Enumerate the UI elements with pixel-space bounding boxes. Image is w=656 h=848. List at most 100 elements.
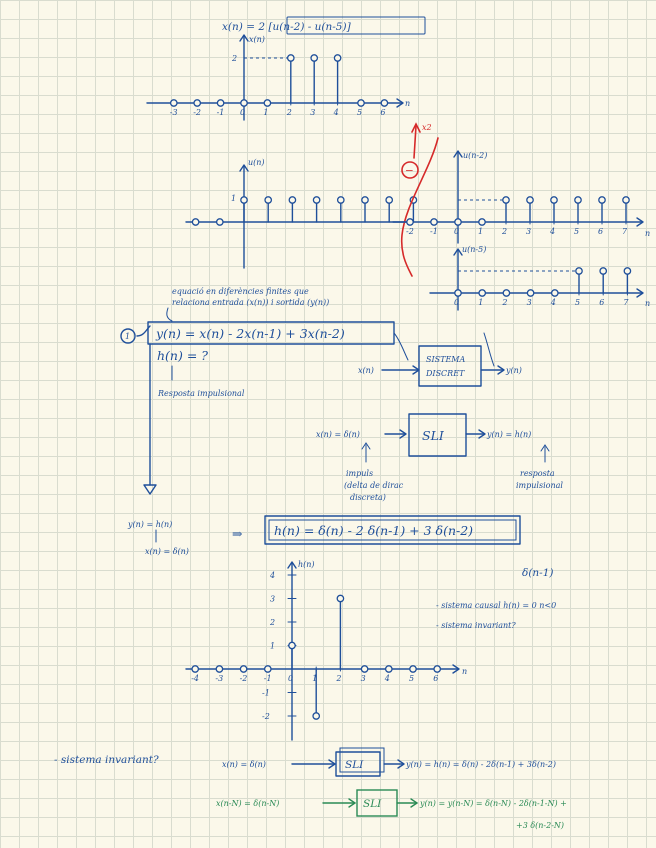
h-stem-marker xyxy=(409,665,417,673)
item-brace xyxy=(136,325,151,337)
h-stem-marker xyxy=(263,665,272,673)
u-n5-chart-x-label: n xyxy=(645,299,650,308)
x-eq-delta-label: x(n) = δ(n) xyxy=(145,547,189,556)
un2-stem-marker xyxy=(574,196,582,204)
equation-to-system-pointer xyxy=(393,332,409,361)
delta-n1-label: δ(n-1) xyxy=(522,567,554,579)
u-n2-chart-y-label: u(n-2) xyxy=(463,151,487,160)
green-output-label-2: +3 δ(n-2-N) xyxy=(516,821,564,830)
u-stem-marker xyxy=(215,218,224,226)
un2-stem-marker xyxy=(550,196,558,204)
h-chart-ytick-label: 4 xyxy=(269,571,275,580)
system-box-label-1: SISTEMA xyxy=(426,355,465,364)
impuls-label-2: (delta de dirac xyxy=(344,481,404,490)
h-chart-tick-label: 6 xyxy=(433,674,438,683)
system-input-label: x(n) xyxy=(358,366,374,375)
un2-stem-marker xyxy=(430,218,438,226)
sli-box-label: SLI xyxy=(422,428,445,443)
invariant-question-2: - sistema invariant? xyxy=(54,754,159,766)
bottom-sli-box-shadow xyxy=(339,747,385,773)
x-chart-tick-label: 1 xyxy=(263,108,268,117)
un2-stem-marker xyxy=(526,196,534,204)
h-stem-marker xyxy=(384,665,393,673)
u-stem-marker xyxy=(336,196,345,204)
bottom-sli-label: SLI xyxy=(345,759,364,771)
h-chart-axis-y-arrow xyxy=(287,561,297,569)
sli-input-arrow-head xyxy=(399,429,407,439)
h-result-section: y(n) = h(n) x(n) = δ(n) ⇒ h(n) = δ(n) - … xyxy=(127,515,521,556)
u-n2-chart-tick-label: 7 xyxy=(622,227,628,236)
u-n5-chart-tick-label: 1 xyxy=(478,298,483,307)
red-minus-circle xyxy=(401,161,419,179)
equation-note-pointer xyxy=(166,307,173,322)
x-stem-marker xyxy=(216,99,225,107)
causal-note: - sistema causal h(n) = 0 n<0 xyxy=(436,601,556,610)
h-result-box xyxy=(264,515,521,545)
u-chart-y-tick: 1 xyxy=(231,194,236,203)
h-stem-marker xyxy=(215,665,224,673)
x-chart-tick-label: 5 xyxy=(357,108,362,117)
x-stem-marker xyxy=(169,99,178,107)
h-chart-tick-label: -4 xyxy=(191,674,199,683)
x-stem-marker xyxy=(333,54,342,62)
u-n2-chart-x-label: n xyxy=(645,229,650,238)
x-chart-axis-y-arrow xyxy=(239,34,249,42)
u-n5-chart-tick-label: 6 xyxy=(599,298,604,307)
u-stem-marker xyxy=(288,196,297,204)
implies-arrow: ⇒ xyxy=(232,526,243,541)
x-chart-axis-x-arrow xyxy=(396,98,404,108)
h-chart-tick-label: -1 xyxy=(264,674,272,683)
u-n2-chart-tick-label: -1 xyxy=(430,227,438,236)
un5-stem-marker xyxy=(575,267,583,275)
h-chart-tick-label: -3 xyxy=(215,674,223,683)
h-chart-y-label: h(n) xyxy=(298,560,315,569)
flow-arrow-down-head xyxy=(143,484,157,495)
un5-stem-marker xyxy=(478,289,487,297)
system-output-label: y(n) xyxy=(505,366,522,375)
u-n2-chart-axis-y-arrow xyxy=(453,150,463,158)
resposta-label-2: impulsional xyxy=(516,481,563,490)
h-stem-marker xyxy=(239,665,248,673)
bottom-output-label: y(n) = h(n) = δ(n) - 2δ(n-1) + 3δ(n-2) xyxy=(405,760,556,769)
green-sli-label: SLI xyxy=(363,798,382,810)
h-stem-marker xyxy=(360,665,369,673)
h-chart-axis-x-arrow xyxy=(452,664,460,674)
system-right-pointer xyxy=(483,332,495,367)
u-n2-chart-tick-label: -2 xyxy=(406,227,414,236)
u-stem-marker xyxy=(312,196,321,204)
x-stem-marker xyxy=(263,99,272,107)
green-output-label: y(n) = y(n-N) = δ(n-N) - 2δ(n-1-N) + xyxy=(419,799,567,808)
h-chart-ytick-label: -2 xyxy=(262,712,270,721)
u-chart-y-label: u(n) xyxy=(248,158,265,167)
x-stem-marker xyxy=(310,54,319,62)
u-n5-chart-tick-label: 0 xyxy=(454,298,459,307)
equation-note-line-2: relaciona entrada (x(n)) i sortida (y(n)… xyxy=(172,298,329,307)
difference-equation: y(n) = x(n) - 2x(n-1) + 3x(n-2) xyxy=(155,326,345,341)
x-stem-marker xyxy=(286,54,295,62)
item-number: 1 xyxy=(125,332,130,341)
equation-note-line-1: equació en diferències finites que xyxy=(172,287,309,296)
h-chart-ytick-label: 1 xyxy=(270,642,275,651)
h-chart-ytick-label: 3 xyxy=(270,595,275,604)
impulse-response-label: Resposta impulsional xyxy=(157,389,245,398)
impuls-label-1: impuls xyxy=(346,469,373,478)
red-annotation: x2 − xyxy=(400,122,439,277)
h-stem-marker xyxy=(191,665,200,673)
x-chart: x(n) = 2 [u(n-2) - u(n-5)] x(n) n 2 -3-2… xyxy=(146,16,426,121)
un2-stem-marker xyxy=(454,218,462,226)
bottom-input-label: x(n) = δ(n) xyxy=(222,760,266,769)
system-box-label-2: DISCRET xyxy=(425,369,465,378)
x-chart-tick-label: 3 xyxy=(310,108,315,117)
x-chart-tick-label: -1 xyxy=(217,108,225,117)
difference-equation-section: equació en diferències finites que relac… xyxy=(120,287,495,495)
un2-stem-marker xyxy=(598,196,606,204)
red-curve xyxy=(400,137,439,277)
h-chart-tick-label: 0 xyxy=(288,674,293,683)
u-n5-chart-tick-label: 2 xyxy=(501,298,507,307)
h-chart-ytick-label: 2 xyxy=(269,618,275,627)
green-input-label: x(n-N) = δ(n-N) xyxy=(216,799,279,808)
sli-output-arrow-head xyxy=(478,429,486,439)
h-result: h(n) = δ(n) - 2 δ(n-1) + 3 δ(n-2) xyxy=(274,523,473,538)
h-chart-tick-label: 3 xyxy=(361,674,366,683)
